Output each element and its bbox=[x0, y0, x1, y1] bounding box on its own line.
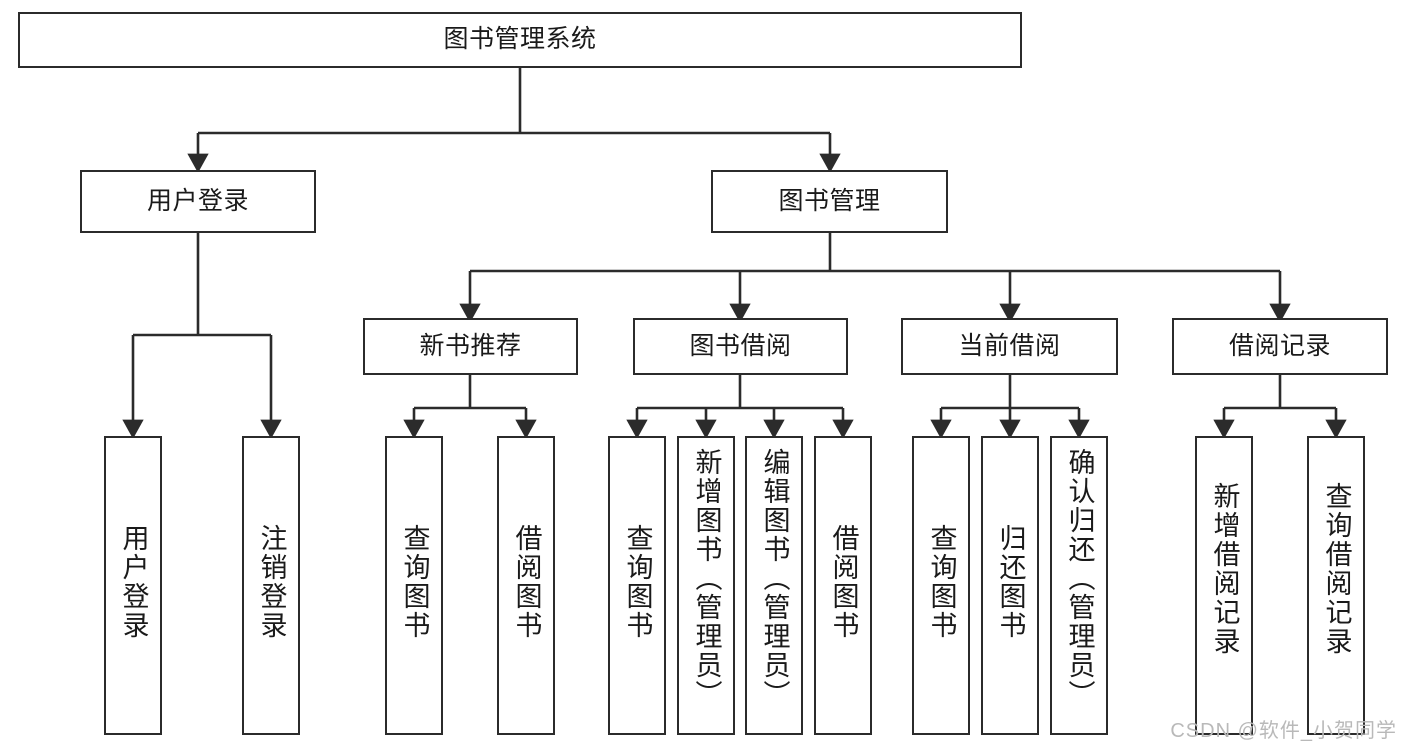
leaf-current-borrow-query-book[interactable]: 查询图书 bbox=[912, 436, 970, 735]
node-label: 新书推荐 bbox=[419, 331, 522, 360]
node-label: 注销登录 bbox=[256, 524, 287, 640]
node-label: 借阅记录 bbox=[1228, 331, 1331, 360]
leaf-book-borrow-borrow-book[interactable]: 借阅图书 bbox=[814, 436, 872, 735]
node-label: 确认归还（管理员） bbox=[1064, 448, 1095, 709]
node-current-borrow[interactable]: 当前借阅 bbox=[901, 318, 1118, 375]
node-label: 借阅图书 bbox=[511, 524, 542, 640]
node-label: 图书管理系统 bbox=[443, 25, 597, 54]
node-label: 查询图书 bbox=[399, 524, 430, 640]
node-label: 借阅图书 bbox=[828, 524, 859, 640]
node-book-management[interactable]: 图书管理 bbox=[711, 170, 948, 233]
node-label: 新增图书（管理员） bbox=[691, 448, 722, 709]
node-label: 用户登录 bbox=[146, 186, 249, 215]
leaf-current-borrow-return-book[interactable]: 归还图书 bbox=[981, 436, 1039, 735]
node-label: 查询图书 bbox=[926, 524, 957, 640]
leaf-new-book-borrow-book[interactable]: 借阅图书 bbox=[497, 436, 555, 735]
node-borrow-record[interactable]: 借阅记录 bbox=[1172, 318, 1388, 375]
node-root-book-management-system[interactable]: 图书管理系统 bbox=[18, 12, 1022, 68]
leaf-borrow-record-query-record[interactable]: 查询借阅记录 bbox=[1307, 436, 1365, 735]
leaf-user-login-login[interactable]: 用户登录 bbox=[104, 436, 162, 735]
node-label: 新增借阅记录 bbox=[1209, 482, 1240, 656]
node-label: 查询借阅记录 bbox=[1321, 482, 1352, 656]
watermark-text: CSDN @软件_小贺同学 bbox=[1170, 720, 1397, 742]
node-label: 归还图书 bbox=[995, 524, 1026, 640]
leaf-book-borrow-edit-book-admin[interactable]: 编辑图书（管理员） bbox=[745, 436, 803, 735]
node-new-book-recommendation[interactable]: 新书推荐 bbox=[363, 318, 578, 375]
leaf-borrow-record-add-record[interactable]: 新增借阅记录 bbox=[1195, 436, 1253, 735]
leaf-current-borrow-confirm-return-admin[interactable]: 确认归还（管理员） bbox=[1050, 436, 1108, 735]
leaf-new-book-query-book[interactable]: 查询图书 bbox=[385, 436, 443, 735]
node-label: 图书管理 bbox=[778, 186, 881, 215]
leaf-user-login-logout[interactable]: 注销登录 bbox=[242, 436, 300, 735]
leaf-book-borrow-add-book-admin[interactable]: 新增图书（管理员） bbox=[677, 436, 735, 735]
node-label: 图书借阅 bbox=[689, 331, 792, 360]
node-label: 当前借阅 bbox=[958, 331, 1061, 360]
node-book-borrow[interactable]: 图书借阅 bbox=[633, 318, 848, 375]
node-user-login[interactable]: 用户登录 bbox=[80, 170, 316, 233]
leaf-book-borrow-query-book[interactable]: 查询图书 bbox=[608, 436, 666, 735]
node-label: 查询图书 bbox=[622, 524, 653, 640]
node-label: 编辑图书（管理员） bbox=[759, 448, 790, 709]
node-label: 用户登录 bbox=[118, 524, 149, 640]
